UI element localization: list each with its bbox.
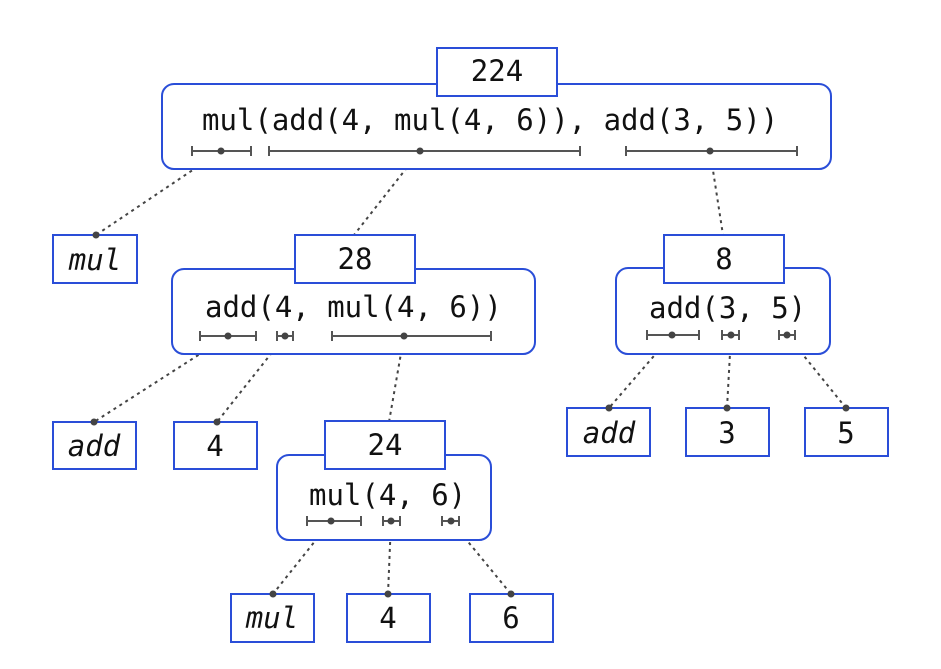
mul-inner-operand-brackets: [306, 516, 460, 526]
leaf-right-op-box: [566, 407, 651, 457]
add-left-expression-text: add(4, mul(4, 6)): [205, 290, 502, 324]
dot-right-arg1: [727, 331, 735, 339]
add-left-value-text: 28: [338, 242, 373, 276]
leaf-inner-4-box: [346, 593, 431, 643]
root-call-node: mul(add(4, mul(4, 6)), add(3, 5)) 224: [161, 47, 832, 170]
leaf-left-op-box: [52, 421, 137, 470]
dot-leaf-left-op: [90, 418, 98, 426]
leaf-inner-6-text: 6: [502, 601, 519, 635]
dot-leaf-inner-6: [507, 590, 515, 598]
dot-right-arg2: [783, 331, 791, 339]
leaf-left-4: 4: [173, 418, 258, 470]
dot-inner-arg1: [387, 517, 395, 525]
dot-inner-op: [327, 517, 335, 525]
dot-root-arg2: [706, 147, 714, 155]
add-right-expression-text: add(3, 5): [649, 291, 806, 325]
dot-root-op: [217, 147, 225, 155]
leaf-inner-4: 4: [346, 590, 431, 643]
leaf-left-op: add: [52, 418, 137, 470]
dot-leaf-right-5: [842, 404, 850, 412]
mul-inner-call-node: mul(4, 6) 24: [276, 420, 492, 541]
add-right-value-text: 8: [715, 242, 732, 276]
leaf-right-3: 3: [685, 404, 770, 457]
add-left-call-node: add(4, mul(4, 6)) 28: [171, 234, 536, 355]
leaf-root-op: mul: [52, 231, 138, 284]
leaf-inner-op-text: mul: [245, 601, 298, 635]
leaf-right-5-text: 5: [837, 416, 854, 450]
add-left-value-box: [294, 234, 416, 284]
leaf-inner-op: mul: [230, 590, 315, 643]
add-right-call-node: add(3, 5) 8: [615, 234, 831, 355]
leaf-right-op-text: add: [583, 416, 636, 450]
dot-right-op: [668, 331, 676, 339]
connector-right-arg1: [726, 334, 732, 409]
add-left-operand-brackets: [199, 331, 492, 341]
bracket-root-arg1: [268, 146, 581, 156]
leaf-inner-4-text: 4: [379, 601, 396, 635]
root-expression-text: mul(add(4, mul(4, 6)), add(3, 5)): [202, 103, 778, 137]
root-operand-brackets: [191, 146, 798, 156]
connector-inner-arg1: [387, 520, 392, 595]
dot-leaf-inner-4: [384, 590, 392, 598]
connector-left-arg1: [216, 335, 286, 423]
bracket-left-arg2: [331, 331, 492, 341]
leaf-inner-6: 6: [469, 590, 554, 643]
dot-root-arg1: [416, 147, 424, 155]
mul-inner-expression-text: mul(4, 6): [309, 478, 466, 512]
leaf-left-4-box: [173, 421, 258, 470]
leaf-right-5: 5: [804, 404, 889, 457]
dot-left-arg1: [281, 332, 289, 340]
dot-leaf-right-3: [723, 404, 731, 412]
connector-left-op: [93, 335, 229, 423]
leaf-root-op-text: mul: [68, 243, 121, 277]
dot-leaf-right-op: [605, 404, 613, 412]
leaf-right-5-box: [804, 407, 889, 457]
leaf-right-3-text: 3: [718, 416, 735, 450]
mul-inner-value-text: 24: [368, 428, 403, 462]
dot-inner-arg2: [447, 517, 455, 525]
leaf-right-op: add: [566, 404, 651, 457]
add-right-operand-brackets: [646, 330, 796, 340]
dot-leaf-inner-op: [269, 590, 277, 598]
add-right-value-box: [663, 234, 785, 284]
dot-left-arg2: [400, 332, 408, 340]
dot-leaf-root-op: [92, 231, 100, 239]
root-value-box: [436, 47, 558, 97]
dot-leaf-left-4: [213, 418, 221, 426]
root-value-text: 224: [471, 54, 523, 88]
mul-inner-value-box: [324, 420, 446, 470]
leaf-left-4-text: 4: [206, 429, 223, 463]
leaf-inner-op-box: [230, 593, 315, 643]
dot-left-op: [224, 332, 232, 340]
leaf-left-op-text: add: [68, 429, 121, 463]
